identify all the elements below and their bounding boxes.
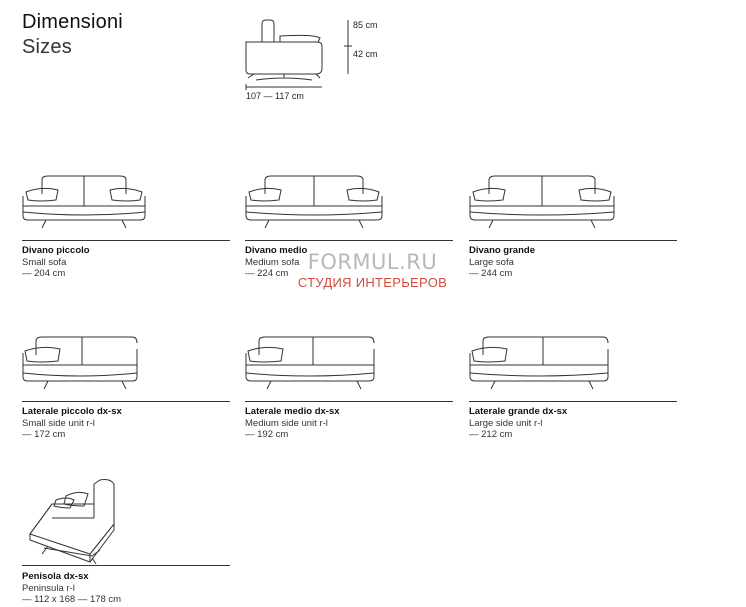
item-size: — 212 cm (469, 429, 513, 440)
chaise-drawing (29, 479, 115, 564)
item-name: Divano medio (245, 245, 308, 256)
side-unit-drawing (22, 336, 138, 390)
side-unit-drawing (245, 336, 375, 390)
item-name-en: Medium side unit r-l (245, 417, 328, 429)
item-name: Laterale grande dx-sx (469, 406, 568, 417)
title-italian: Dimensioni (22, 11, 123, 33)
item-card: Divano grande Large sofa — 244 cm (469, 172, 677, 282)
divider-line (22, 240, 230, 241)
side-view-diagram: 85 cm 42 cm 107 — 117 cm (240, 12, 390, 122)
depth-label: 107 — 117 cm (246, 91, 304, 101)
item-size: — 172 cm (22, 429, 66, 440)
divider-line (22, 401, 230, 402)
divider-line (469, 240, 677, 241)
seat-height-label: 42 cm (353, 49, 378, 59)
item-name-en: Large side unit r-l (469, 417, 543, 429)
sofa-drawing (469, 175, 615, 229)
item-name-en: Large sofa (469, 256, 514, 268)
item-label: Divano piccolo Small sofa — 204 cm (22, 245, 90, 280)
item-label: Laterale piccolo dx-sx Small side unit r… (22, 406, 122, 441)
item-name: Divano piccolo (22, 245, 90, 256)
item-label: Laterale grande dx-sx Large side unit r-… (469, 406, 567, 441)
item-size: — 112 x 168 — 178 cm (22, 594, 122, 605)
item-size: — 224 cm (245, 268, 289, 279)
item-card: Laterale piccolo dx-sx Small side unit r… (22, 335, 230, 445)
divider-line (469, 401, 677, 402)
sofa-side-profile-drawing (245, 19, 352, 90)
item-card: Divano medio Medium sofa — 224 cm (245, 172, 453, 282)
item-label: Laterale medio dx-sx Medium side unit r-… (245, 406, 340, 441)
item-card: Divano piccolo Small sofa — 204 cm (22, 172, 230, 282)
item-name: Laterale medio dx-sx (245, 406, 340, 417)
item-name-en: Small sofa (22, 256, 67, 268)
total-height-label: 85 cm (353, 20, 378, 30)
item-size: — 204 cm (22, 268, 66, 279)
page-title: Dimensioni Sizes (22, 10, 123, 60)
item-name: Divano grande (469, 245, 535, 256)
sofa-drawing (22, 175, 146, 229)
item-size: — 244 cm (469, 268, 513, 279)
item-card: Penisola dx-sx Peninsula r-l — 112 x 168… (22, 474, 230, 606)
item-name: Laterale piccolo dx-sx (22, 406, 122, 417)
divider-line (245, 401, 453, 402)
item-card: Laterale medio dx-sx Medium side unit r-… (245, 335, 453, 445)
divider-line (245, 240, 453, 241)
title-english: Sizes (22, 36, 72, 58)
item-label: Divano grande Large sofa — 244 cm (469, 245, 535, 280)
item-name-en: Small side unit r-l (22, 417, 95, 429)
side-unit-drawing (469, 336, 609, 390)
item-name-en: Medium sofa (245, 256, 300, 268)
item-label: Divano medio Medium sofa — 224 cm (245, 245, 307, 280)
item-name-en: Peninsula r-l (22, 582, 75, 594)
item-name: Penisola dx-sx (22, 571, 89, 582)
sofa-drawing (245, 175, 383, 229)
item-label: Penisola dx-sx Peninsula r-l — 112 x 168… (22, 571, 121, 606)
divider-line (22, 565, 230, 566)
item-size: — 192 cm (245, 429, 289, 440)
item-card: Laterale grande dx-sx Large side unit r-… (469, 335, 677, 445)
